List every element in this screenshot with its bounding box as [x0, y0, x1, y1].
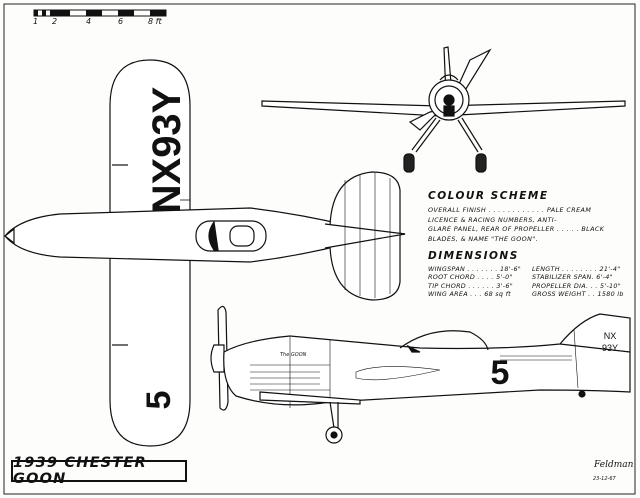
colour-scheme-line: OVERALL FINISH . . . . . . . . . . . . P… [428, 206, 592, 214]
dimensions-row: ROOT CHORD . . . . 5'-0" STABILIZER SPAN… [428, 273, 638, 281]
dimensions-row: WING AREA . . . 68 sq ft GROSS WEIGHT . … [428, 290, 638, 298]
dimension-value: WING AREA . . . 68 sq ft [428, 290, 511, 299]
dimensions-block: DIMENSIONS WINGSPAN . . . . . . . 18'-6"… [428, 250, 638, 299]
scale-bar [33, 9, 167, 17]
sheet-border [3, 3, 636, 495]
dimension-value: LENGTH . . . . . . . . 21'-4" [532, 265, 621, 273]
plan-wing-registration: NX93Y [145, 86, 189, 213]
dimension-value: GROSS WEIGHT . . 1580 lb [532, 290, 624, 299]
scale-tick-2: 2 [52, 17, 58, 26]
colour-scheme-line: LICENCE & RACING NUMBERS, ANTI- [428, 215, 557, 224]
scale-tick-4: 4 [86, 17, 92, 26]
side-tail-registration-bottom: 93Y [602, 343, 618, 353]
scale-tick-6: 6 [118, 17, 124, 26]
front-left-gear [411, 117, 441, 153]
plan-canopy [195, 220, 267, 252]
colour-scheme-line: BLADES, & NAME "THE GOON". [428, 234, 539, 243]
scale-tick-8: 8 ft [148, 17, 162, 26]
signature-date: 23-12-67 [593, 476, 616, 482]
plan-race-number: 5 [140, 391, 178, 410]
front-right-gear [457, 117, 483, 153]
dimension-value: WINGSPAN . . . . . . . 18'-6" [428, 265, 522, 273]
colour-scheme-heading: COLOUR SCHEME [428, 190, 549, 202]
dimensions-row: TIP CHORD . . . . . . 3'-6" PROPELLER DI… [428, 282, 638, 290]
dimensions-heading: DIMENSIONS [428, 250, 519, 262]
title-box: 1939 CHESTER GOON [11, 455, 187, 487]
side-fuselage [223, 313, 631, 406]
colour-scheme-block: COLOUR SCHEME OVERALL FINISH . . . . . .… [428, 190, 633, 244]
colour-scheme-line: GLARE PANEL, REAR OF PROPELLER . . . . .… [428, 225, 605, 234]
dimension-value: STABILIZER SPAN. 6'-4" [532, 273, 613, 282]
artist-signature: Feldman [594, 460, 634, 470]
dimensions-row: WINGSPAN . . . . . . . 18'-6" LENGTH . .… [428, 265, 638, 273]
side-canopy [399, 330, 489, 351]
dimension-value: ROOT CHORD . . . . 5'-0" [428, 273, 513, 282]
side-tail-registration-top: NX [604, 331, 617, 341]
side-view [210, 305, 631, 444]
front-view [261, 46, 626, 173]
side-gear [329, 401, 339, 429]
dimension-value: TIP CHORD . . . . . . 3'-6" [428, 281, 513, 290]
plan-view [4, 59, 406, 447]
side-race-number: 5 [491, 354, 510, 392]
drawing-title: 1939 CHESTER GOON [13, 455, 147, 487]
scale-tick-1: 1 [33, 17, 39, 26]
dimension-value: PROPELLER DIA. . . 5'-10" [532, 281, 622, 290]
side-nose-name: The GOON [280, 352, 307, 358]
